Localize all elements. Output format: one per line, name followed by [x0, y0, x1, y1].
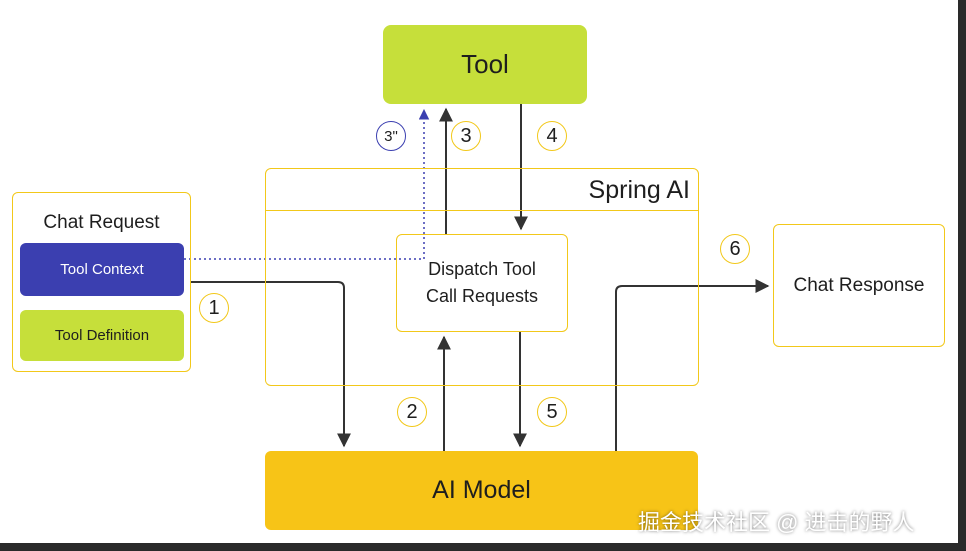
dispatch-label-line1: Dispatch Tool	[428, 259, 536, 279]
tool-node: Tool	[383, 25, 587, 104]
chat-response-node: Chat Response	[773, 224, 945, 347]
step-1-badge: 1	[199, 293, 229, 323]
dispatch-label-line2: Call Requests	[425, 286, 539, 306]
chat-response-label: Chat Response	[793, 274, 925, 296]
arrow-step-1	[191, 281, 351, 448]
tool-context-label: Tool Context	[60, 261, 144, 278]
step-3-alt-badge: 3"	[376, 121, 406, 151]
step-4-badge: 4	[537, 121, 567, 151]
chat-request-label: Chat Request	[43, 212, 160, 233]
dispatch-node: Dispatch Tool Call Requests	[396, 234, 568, 332]
chat-request-node	[12, 192, 191, 372]
step-5-badge: 5	[537, 397, 567, 427]
tool-definition-label: Tool Definition	[54, 327, 150, 344]
spring-ai-container	[265, 168, 699, 386]
tool-definition-node: Tool Definition	[20, 310, 184, 361]
step-6-badge: 6	[720, 234, 750, 264]
tool-context-node: Tool Context	[20, 243, 184, 296]
tool-label: Tool	[461, 49, 509, 79]
ai-model-node: AI Model	[265, 451, 698, 530]
ai-model-label: AI Model	[432, 476, 531, 504]
step-3-badge: 3	[451, 121, 481, 151]
spring-ai-divider	[265, 210, 699, 211]
arrow-step-6	[615, 279, 770, 451]
arrow-step-3-alt	[184, 108, 430, 260]
watermark-text: 掘金技术社区 @ 进击的野人	[638, 510, 915, 535]
diagram-canvas: Tool Spring AI Chat Request Tool Context…	[0, 0, 958, 543]
step-2-badge: 2	[397, 397, 427, 427]
spring-ai-label: Spring AI	[588, 176, 690, 204]
